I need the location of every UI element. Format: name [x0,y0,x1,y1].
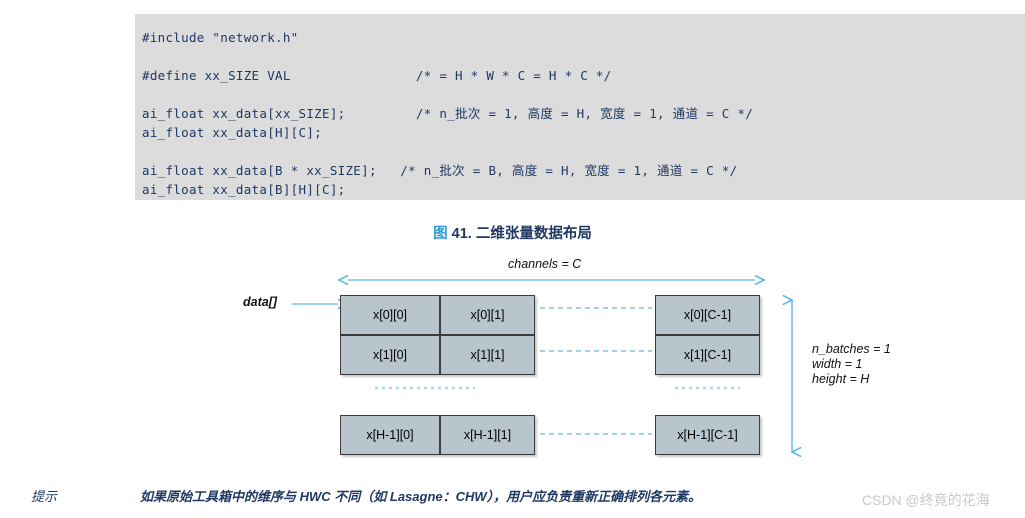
cell-r1-c1: x[1][1] [440,335,535,375]
note-label: 提示 [31,489,58,504]
code-line: ai_float xx_data[H][C]; [142,125,322,140]
caption-prefix: 图 [433,226,448,242]
diagram-arrows-layer [292,252,1025,470]
data-array-label: data[] [243,295,278,309]
side-label-n-batches: n_batches = 1 [812,342,891,356]
cell-r1-c0: x[1][0] [340,335,440,375]
code-line: #include "network.h" [142,30,299,45]
cell-r0-c0: x[0][0] [340,295,440,335]
cell-rlast-c1: x[H-1][1] [440,415,535,455]
caption-number: 41. [451,226,472,242]
code-line: ai_float xx_data[B * xx_SIZE]; /* n_批次 =… [142,163,738,178]
cell-rlast-c0: x[H-1][0] [340,415,440,455]
code-spacer [142,47,1025,66]
note-text: 如果原始工具箱中的维序与 HWC 不同（如 Lasagne：CHW），用户应负责… [140,489,702,504]
cell-r1-clast: x[1][C-1] [655,335,760,375]
figure-caption: 图 41. 二维张量数据布局 [0,222,1025,243]
code-line: ai_float xx_data[xx_SIZE]; /* n_批次 = 1, … [142,106,754,121]
tensor-layout-diagram: channels = C data[] x[0][0] x[0][1] x[0]… [0,252,1025,470]
footer-note: 提示 如果原始工具箱中的维序与 HWC 不同（如 Lasagne：CHW），用户… [0,486,1025,514]
code-line: #define xx_SIZE VAL /* = H * W * C = H *… [142,68,612,83]
code-spacer [142,85,1025,104]
code-spacer [142,142,1025,161]
caption-title: 二维张量数据布局 [475,226,592,242]
code-block: #include "network.h" #define xx_SIZE VAL… [135,14,1025,200]
channels-axis-label: channels = C [508,257,582,271]
cell-rlast-clast: x[H-1][C-1] [655,415,760,455]
cell-r0-c1: x[0][1] [440,295,535,335]
side-label-width: width = 1 [812,357,863,371]
side-label-height: height = H [812,372,870,386]
code-line: ai_float xx_data[B][H][C]; [142,182,346,197]
cell-r0-clast: x[0][C-1] [655,295,760,335]
